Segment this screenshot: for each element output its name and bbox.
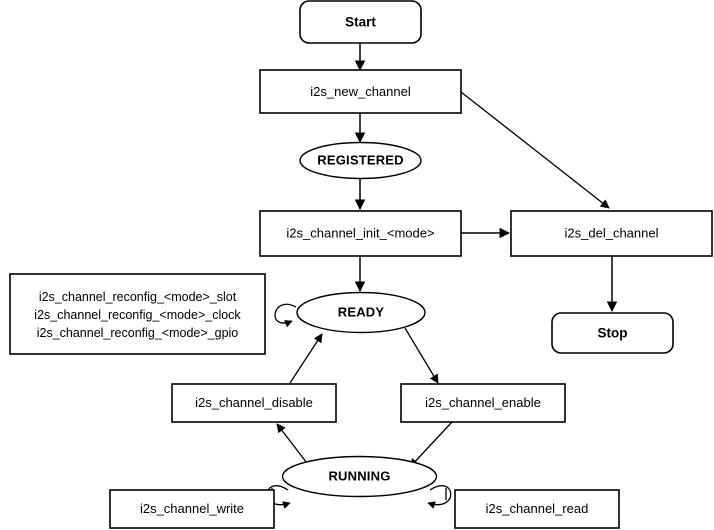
node-running[interactable]: RUNNING [281, 455, 438, 498]
new-channel-box[interactable] [259, 69, 462, 114]
node-new-channel[interactable]: i2s_new_channel [259, 69, 462, 114]
stop-box[interactable] [551, 312, 674, 354]
channel-reconfig-box[interactable] [9, 273, 266, 355]
start-label: Start [345, 15, 376, 30]
channel-write-label: i2s_channel_write [140, 501, 244, 516]
node-ready[interactable]: READY [296, 291, 426, 334]
channel-reconfig-line-2: i2s_channel_reconfig_<mode>_clock [34, 308, 241, 322]
del-channel-box[interactable] [510, 210, 713, 257]
running-ellipse[interactable] [281, 455, 438, 498]
edge-running-to-channel-disable [276, 423, 311, 468]
edge-ready-to-channel-enable [404, 327, 439, 384]
node-channel-enable[interactable]: i2s_channel_enable [400, 383, 566, 423]
channel-disable-label: i2s_channel_disable [195, 395, 313, 410]
node-channel-init[interactable]: i2s_channel_init_<mode> [259, 210, 462, 257]
node-start[interactable]: Start [299, 0, 422, 44]
node-registered[interactable]: REGISTERED [299, 141, 422, 180]
edge-running-self-loop-read [427, 485, 452, 509]
channel-reconfig-line-3: i2s_channel_reconfig_<mode>_gpio [37, 326, 239, 340]
channel-disable-box[interactable] [171, 383, 337, 423]
ready-label: READY [338, 304, 385, 319]
edge-channel-enable-to-running [409, 421, 453, 468]
channel-init-label: i2s_channel_init_<mode> [286, 225, 434, 240]
node-del-channel[interactable]: i2s_del_channel [510, 210, 713, 257]
edge-channel-disable-to-ready [289, 333, 323, 384]
stop-label: Stop [598, 326, 628, 341]
edge-ready-self-loop-reconfig [274, 303, 297, 328]
del-channel-label: i2s_del_channel [565, 225, 659, 240]
start-box[interactable] [299, 0, 422, 44]
channel-reconfig-line-1: i2s_channel_reconfig_<mode>_slot [39, 290, 237, 304]
node-channel-read[interactable]: i2s_channel_read [454, 489, 620, 529]
new-channel-label: i2s_new_channel [310, 84, 411, 99]
ready-ellipse[interactable] [296, 291, 426, 334]
registered-ellipse[interactable] [299, 141, 422, 180]
node-channel-reconfig[interactable]: i2s_channel_reconfig_<mode>_slot i2s_cha… [9, 273, 266, 355]
channel-enable-box[interactable] [400, 383, 566, 423]
channel-read-box[interactable] [454, 489, 620, 529]
channel-enable-label: i2s_channel_enable [425, 395, 541, 410]
node-stop[interactable]: Stop [551, 312, 674, 354]
channel-init-box[interactable] [259, 210, 462, 257]
registered-label: REGISTERED [317, 152, 404, 167]
node-channel-write[interactable]: i2s_channel_write [109, 489, 275, 529]
channel-read-label: i2s_channel_read [486, 501, 589, 516]
running-label: RUNNING [328, 468, 390, 483]
channel-write-box[interactable] [109, 489, 275, 529]
node-channel-disable[interactable]: i2s_channel_disable [171, 383, 337, 423]
edge-new-channel-to-del-channel [460, 91, 610, 209]
